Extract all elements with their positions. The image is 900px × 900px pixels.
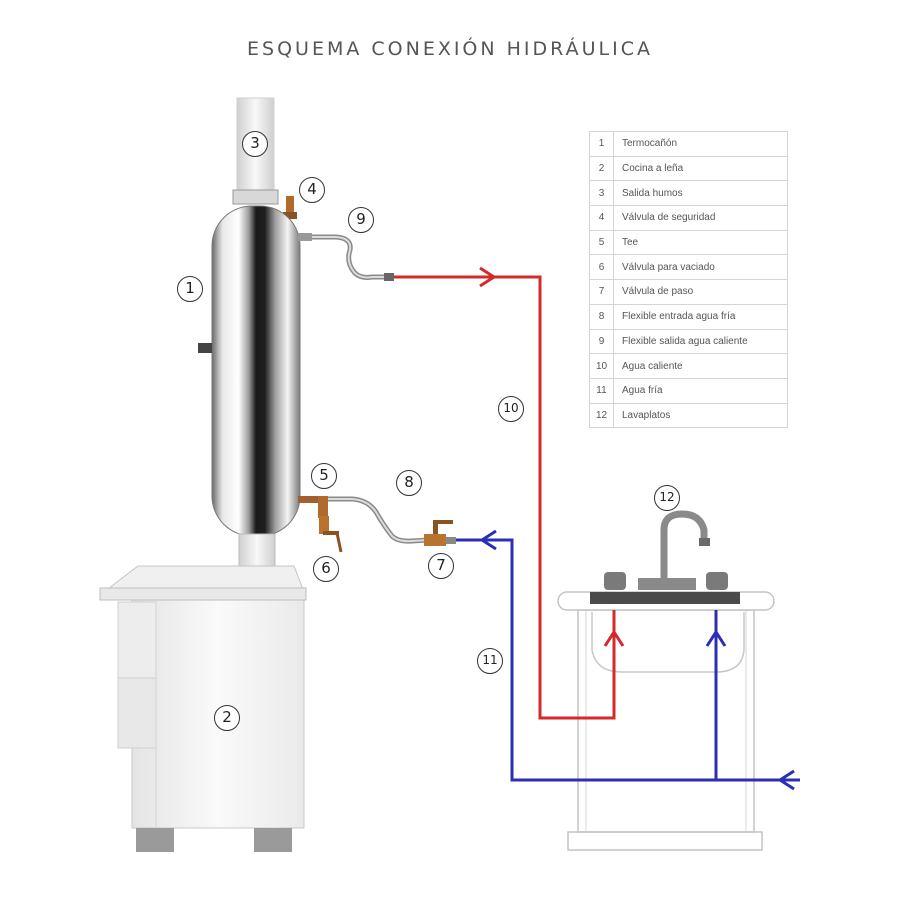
callout-3: 3: [242, 131, 268, 157]
callout-5: 5: [311, 463, 337, 489]
callout-6: 6: [313, 556, 339, 582]
legend-text: Termocañón: [613, 131, 788, 157]
legend-text: Flexible salida agua caliente: [613, 328, 788, 355]
sink-cabinet: [557, 591, 775, 851]
callout-11: 11: [477, 648, 503, 674]
callout-8: 8: [396, 470, 422, 496]
tank-side-port: [198, 343, 212, 353]
legend-text: Agua caliente: [613, 353, 788, 379]
legend-number: 12: [589, 402, 614, 429]
shutoff-valve: [424, 520, 456, 546]
legend-number: 1: [589, 131, 614, 157]
legend-number: 7: [589, 279, 614, 305]
cold-water-line: [456, 529, 800, 791]
callout-2: 2: [214, 705, 240, 731]
legend-number: 3: [589, 180, 614, 207]
callout-12: 12: [654, 485, 680, 511]
legend-text: Válvula de seguridad: [613, 205, 788, 231]
faucet: [604, 510, 728, 590]
legend-text: Salida humos: [613, 180, 788, 207]
legend-text: Válvula de paso: [613, 279, 788, 305]
callout-4: 4: [299, 177, 325, 203]
legend-number: 6: [589, 254, 614, 281]
wood-stove: [99, 565, 307, 852]
legend-number: 2: [589, 155, 614, 182]
callout-10: 10: [498, 396, 524, 422]
legend-number: 5: [589, 229, 614, 256]
hot-outlet-fitting: [298, 233, 312, 241]
diagram-title: ESQUEMA CONEXIÓN HIDRÁULICA: [247, 38, 653, 60]
safety-valve: [283, 196, 297, 219]
tee-fitting: [318, 496, 328, 518]
cold-inlet-fitting: [298, 496, 328, 503]
callout-1: 1: [177, 276, 203, 302]
flexible-hose-8: [328, 496, 429, 544]
legend-number: 8: [589, 303, 614, 330]
drain-valve: [319, 516, 343, 553]
tank-bottom-spigot: [238, 533, 276, 571]
legend-number: 4: [589, 205, 614, 231]
callout-9: 9: [348, 207, 374, 233]
legend-text: Lavaplatos: [613, 402, 788, 429]
legend-text: Cocina a leña: [613, 155, 788, 182]
callout-7: 7: [428, 553, 454, 579]
legend-number: 9: [589, 328, 614, 355]
tank-body: [211, 205, 301, 537]
legend-text: Flexible entrada agua fría: [613, 303, 788, 330]
legend-number: 11: [589, 377, 614, 404]
legend-number: 10: [589, 353, 614, 379]
legend-text: Tee: [613, 229, 788, 256]
hot-water-line: [394, 266, 625, 720]
chimney-collar: [232, 189, 279, 205]
legend-text: Agua fría: [613, 377, 788, 404]
legend-text: Válvula para vaciado: [613, 254, 788, 281]
